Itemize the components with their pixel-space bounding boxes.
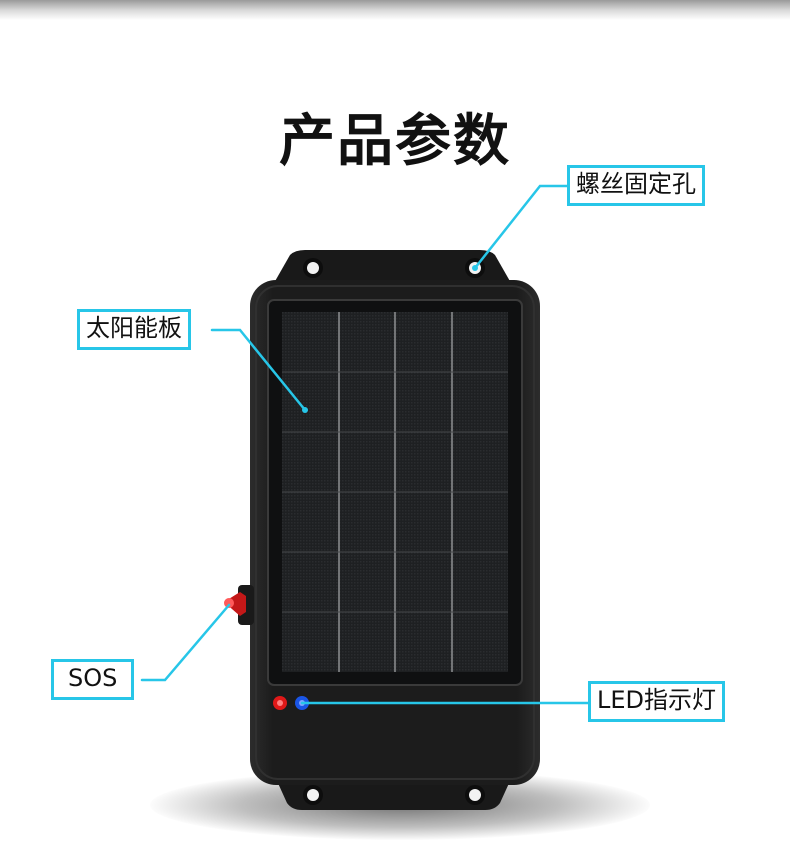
- led-indicator-label: LED指示灯: [588, 681, 726, 722]
- screw-hole-leader: [473, 184, 569, 270]
- screw-hole-label: 螺丝固定孔: [567, 165, 705, 206]
- sos-leader: [140, 603, 231, 682]
- top-shade: [0, 0, 790, 20]
- page-title: 产品参数: [279, 108, 511, 174]
- solar-panel-leader: [210, 328, 307, 412]
- sos-button: [224, 585, 254, 625]
- sos-label: SOS: [51, 659, 135, 700]
- solar-panel: [267, 299, 523, 686]
- solar-panel-label: 太阳能板: [77, 309, 191, 350]
